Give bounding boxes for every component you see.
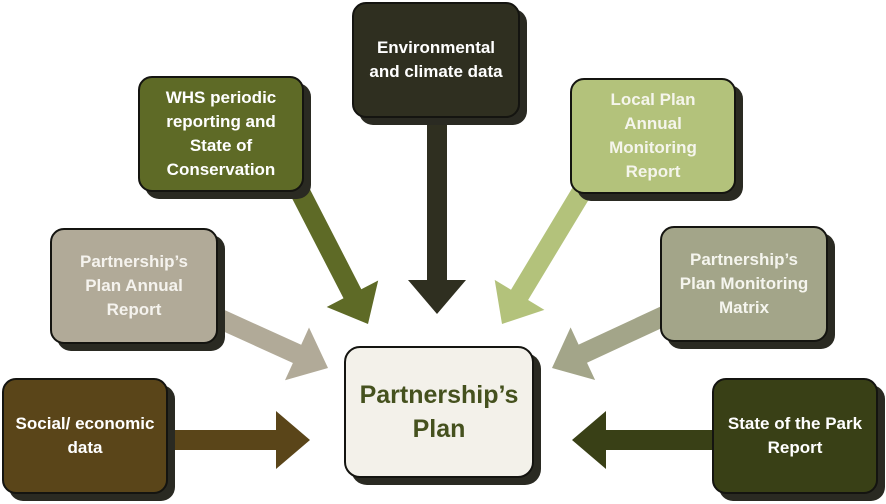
node-label: Local Plan Annual Monitoring Report	[609, 90, 697, 181]
arrow-state-park	[572, 411, 712, 469]
node-label: State of the Park Report	[727, 414, 863, 457]
node-state-of-the-park-report: State of the Park Report	[712, 378, 878, 494]
node-partnership-plan-center: Partnership’s Plan	[344, 346, 534, 478]
arrow-environmental	[408, 118, 466, 314]
arrow-whs	[289, 183, 379, 324]
node-label: Social/ economic data	[15, 414, 155, 457]
arrow-local-plan	[494, 182, 593, 324]
node-environmental-climate-data: Environmental and climate data	[352, 2, 520, 118]
node-partnership-plan-monitoring-matrix: Partnership’s Plan Monitoring Matrix	[660, 226, 828, 342]
arrow-social	[168, 411, 310, 469]
arrow-partnership-annual	[213, 308, 328, 381]
node-label: Partnership’s Plan Annual Report	[79, 252, 189, 319]
node-whs-periodic-reporting: WHS periodic reporting and State of Cons…	[138, 76, 304, 192]
node-label: Environmental and climate data	[369, 38, 503, 81]
node-partnership-plan-annual-report: Partnership’s Plan Annual Report	[50, 228, 218, 344]
node-local-plan-monitoring-report: Local Plan Annual Monitoring Report	[570, 78, 736, 194]
center-label: Partnership’s Plan	[359, 381, 519, 443]
node-label: Partnership’s Plan Monitoring Matrix	[679, 250, 809, 317]
node-label: WHS periodic reporting and State of Cons…	[165, 88, 277, 179]
arrow-partnership-matrix	[552, 306, 669, 380]
node-social-economic-data: Social/ economic data	[2, 378, 168, 494]
